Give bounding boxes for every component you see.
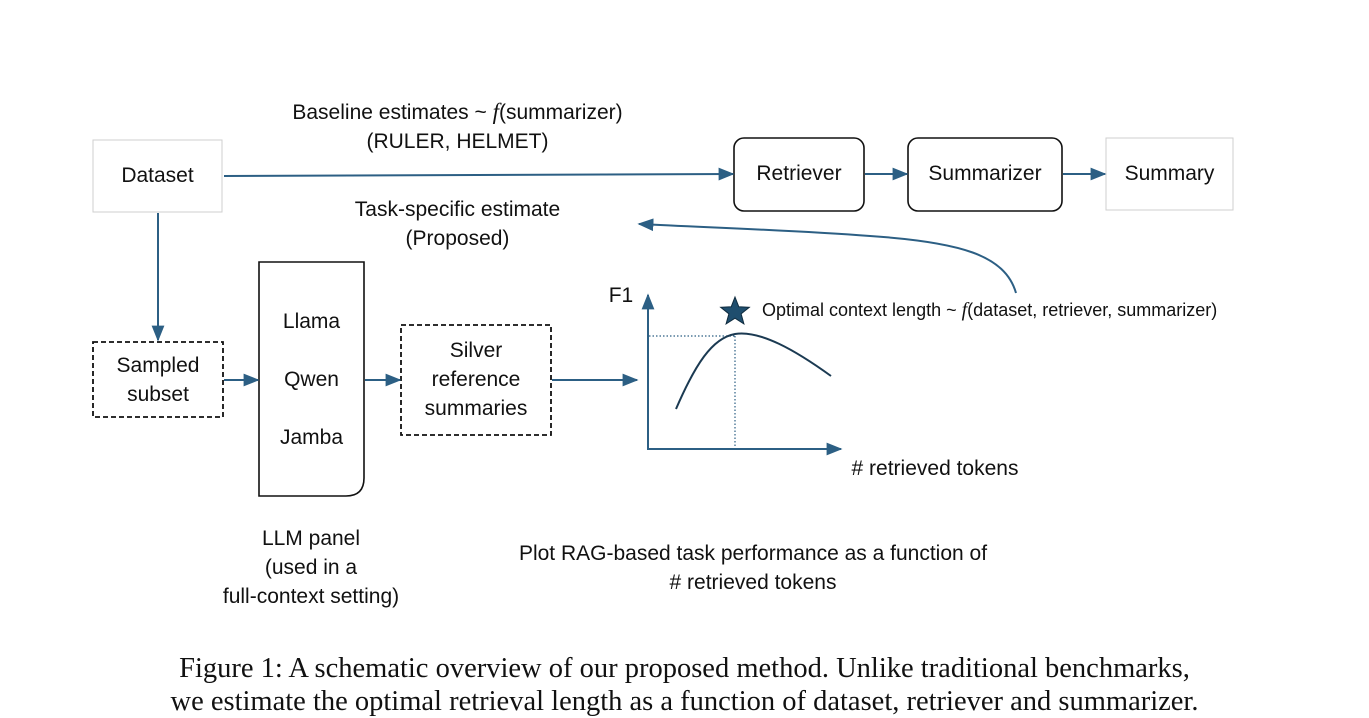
llm-panel-line-1: LLM panel [261,527,361,550]
silver-reference-line-1: Silver [449,339,503,362]
figure-caption-line-1: Figure 1: A schematic overview of our pr… [179,653,1190,684]
baseline-suffix: (summarizer) [498,101,623,124]
optimal-suffix: (dataset, retriever, summarizer) [967,300,1218,320]
task-specific-estimate-label: Task-specific estimate (Proposed) [310,195,605,253]
summary-label: Summary [1124,162,1215,185]
llm-panel-line-2: (used in a [264,556,358,579]
mini-plot-y-label: F1 [608,284,634,307]
llm-model-llama: Llama [282,310,341,333]
sampled-subset-line-1: Sampled [116,354,200,377]
mini-plot-x-label: # retrieved tokens [851,457,1019,480]
f1-curve [675,332,832,410]
sampled-subset-label: Sampled subset [93,351,223,409]
optimal-to-estimate-curved-arrow [637,218,1017,294]
silver-reference-line-3: summaries [424,397,528,420]
baseline-prefix: Baseline estimates ~ [292,101,493,124]
baseline-estimates-line-1: Baseline estimates ~ f(summarizer) [230,97,685,127]
task-specific-line-1: Task-specific estimate [354,198,561,221]
dataset-to-retriever-arrow [223,167,735,181]
silver-reference-line-2: reference [431,368,521,391]
llm-panel-line-3: full-context setting) [222,585,400,608]
task-specific-line-2: (Proposed) [405,227,510,250]
sampled-subset-box [92,341,224,418]
dataset-label: Dataset [121,164,194,187]
silver-reference-label: Silver reference summaries [401,336,551,423]
dataset-box [92,139,223,213]
sampled-subset-line-2: subset [127,383,189,406]
baseline-estimates-line-2: (RULER, HELMET) [366,130,549,153]
optimum-star-icon [719,295,751,326]
llm-panel-box [258,261,365,497]
plot-caption-line-1: Plot RAG-based task performance as a fun… [518,542,988,565]
llm-panel-caption: LLM panel (used in a full-context settin… [186,524,436,611]
llm-model-jamba: Jamba [279,426,344,449]
plot-caption-line-2: # retrieved tokens [669,571,837,594]
llm-model-qwen: Qwen [284,368,339,391]
optimal-prefix: Optimal context length ~ [762,300,962,320]
figure-caption: Figure 1: A schematic overview of our pr… [0,652,1369,718]
baseline-function-symbol: f [492,99,499,124]
summarizer-label: Summarizer [928,162,1042,185]
retriever-label: Retriever [756,162,842,185]
baseline-estimates-label: Baseline estimates ~ f(summarizer) (RULE… [230,97,685,156]
figure-caption-line-2: we estimate the optimal retrieval length… [170,686,1199,717]
optimal-function-symbol: f [961,299,968,321]
plot-caption: Plot RAG-based task performance as a fun… [473,539,1033,597]
optimal-context-label: Optimal context length ~ f(dataset, retr… [762,299,1267,321]
